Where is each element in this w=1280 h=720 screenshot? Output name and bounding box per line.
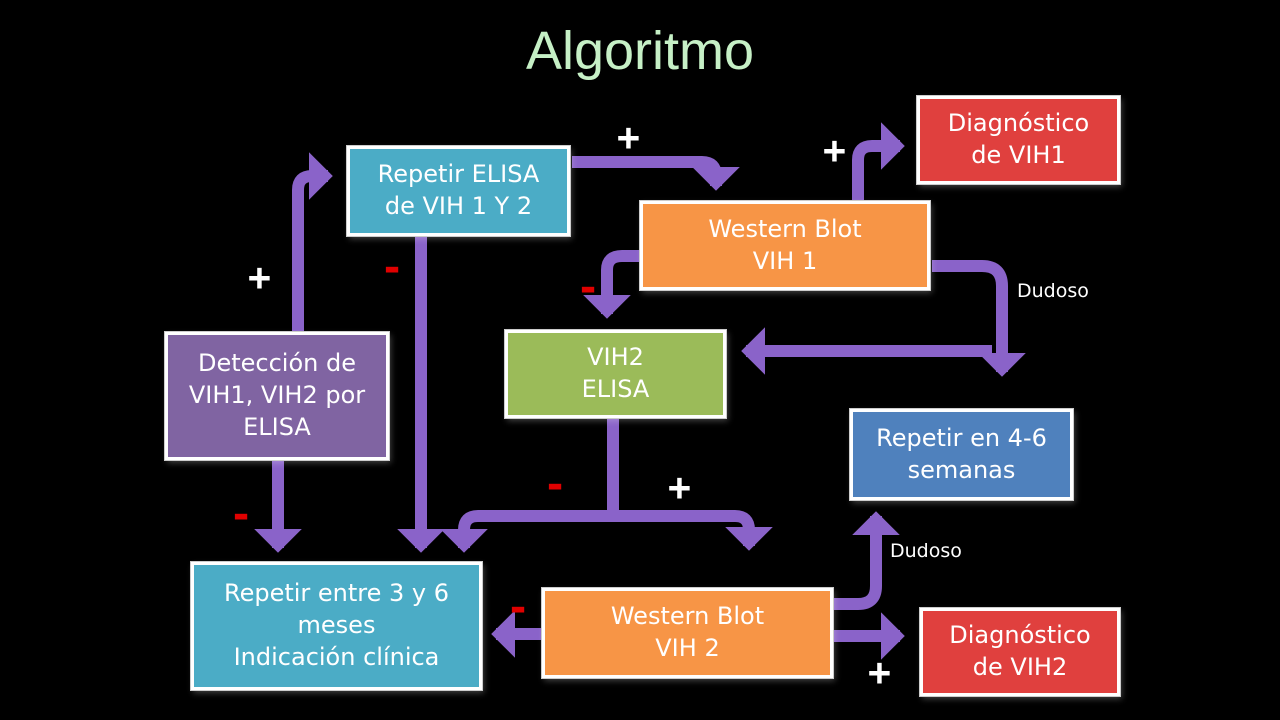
arrow-wb1-dudoso-to-repetir-4-6 <box>932 260 1026 377</box>
arrow-wb1-to-vih2-elisa <box>583 250 640 319</box>
arrow-split-to-repetir-3-6 <box>440 510 613 553</box>
node-line: semanas <box>907 455 1016 484</box>
page-title: Algoritmo <box>525 21 755 81</box>
arrow-repetir-elisa-to-wb1 <box>572 156 740 191</box>
minus-sign: - <box>229 492 254 538</box>
node-line: Repetir ELISA <box>377 160 540 189</box>
node-line: de VIH 1 Y 2 <box>384 192 533 220</box>
node-line: ELISA <box>243 412 311 441</box>
node-line: Indicación clínica <box>233 642 440 671</box>
node-line: Western Blot <box>708 214 862 243</box>
node-line: Western Blot <box>610 602 765 631</box>
arrow-wb2-dudoso-to-repetir-4-6 <box>833 511 900 610</box>
minus-sign: - <box>506 585 531 631</box>
node-diagnostico-vih1: Diagnóstico de VIH1 <box>917 96 1120 184</box>
arrow-split-to-wb2 <box>613 510 773 551</box>
plus-sign: + <box>617 115 640 159</box>
arrow-wb1-to-diagnostico-vih1 <box>852 122 905 202</box>
minus-sign: - <box>543 462 568 508</box>
plus-sign: + <box>868 650 891 694</box>
node-line: ELISA <box>581 375 650 403</box>
node-line: de VIH1 <box>971 141 1066 169</box>
node-line: VIH2 <box>587 343 644 372</box>
node-diagnostico-vih2: Diagnóstico de VIH2 <box>920 608 1120 696</box>
node-line: VIH1, VIH2 por <box>188 381 366 410</box>
node-line: de VIH2 <box>972 653 1068 681</box>
node-line: Detección de <box>197 349 356 378</box>
plus-sign: + <box>823 128 846 172</box>
node-line: Diagnóstico <box>949 621 1091 650</box>
node-line: Diagnóstico <box>947 109 1090 138</box>
edge-label-dudoso: Dudoso <box>1017 280 1089 302</box>
node-deteccion-elisa: Detección de VIH1, VIH2 por ELISA <box>165 332 389 460</box>
node-western-blot-vih1: Western Blot VIH 1 <box>640 201 930 290</box>
node-line: VIH 2 <box>655 634 720 662</box>
node-repetir-3-6-meses: Repetir entre 3 y 6 meses Indicación clí… <box>191 562 482 690</box>
node-repetir-elisa: Repetir ELISA de VIH 1 Y 2 <box>347 146 570 236</box>
node-line: VIH 1 <box>752 246 818 275</box>
node-repetir-4-6-semanas: Repetir en 4-6 semanas <box>850 409 1073 500</box>
plus-sign: + <box>248 255 271 299</box>
minus-sign: - <box>380 245 405 291</box>
edge-label-dudoso: Dudoso <box>890 540 962 562</box>
node-vih2-elisa: VIH2 ELISA <box>505 330 726 418</box>
arrow-deteccion-to-repetir-elisa <box>292 152 333 332</box>
node-line: meses <box>297 611 376 640</box>
minus-sign: - <box>576 265 601 311</box>
node-line: Repetir entre 3 y 6 <box>223 579 450 608</box>
node-western-blot-vih2: Western Blot VIH 2 <box>542 588 833 678</box>
plus-sign: + <box>668 465 691 509</box>
node-line: Repetir en 4-6 <box>876 423 1047 452</box>
